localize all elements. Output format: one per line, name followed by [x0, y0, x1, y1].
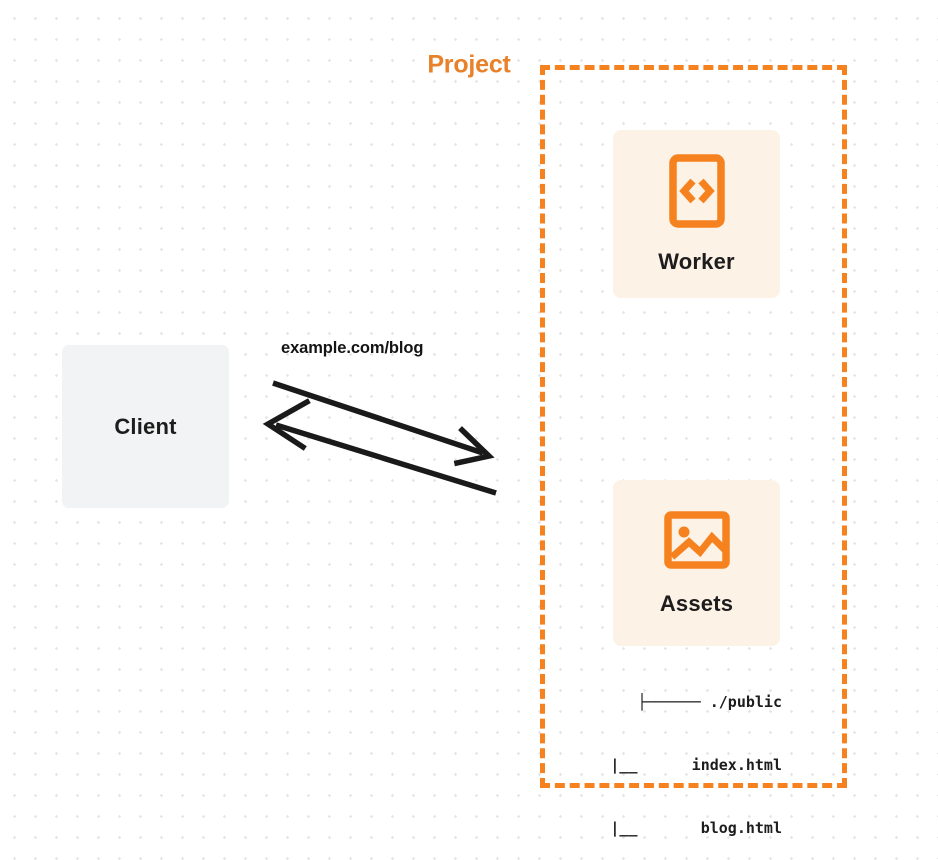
- worker-node-label: Worker: [658, 248, 735, 274]
- outbound-request-arrow: [272, 380, 495, 467]
- client-node[interactable]: Client: [62, 345, 229, 508]
- file-tree-row: |__ index.html: [610, 756, 782, 774]
- assets-node-label: Assets: [659, 590, 734, 616]
- worker-node[interactable]: Worker: [613, 130, 780, 298]
- project-group-label: Project: [421, 50, 517, 80]
- client-node-label: Client: [114, 413, 177, 439]
- asset-file-tree: ├────── ./public |__ index.html |__ blog…: [560, 650, 782, 860]
- project-group-boundary: [540, 65, 847, 788]
- file-tree-row: ├────── ./public: [637, 693, 783, 711]
- request-url-label: example.com/blog: [281, 339, 424, 357]
- file-tree-row: |__ blog.html: [610, 819, 782, 837]
- assets-node[interactable]: Assets: [613, 480, 780, 646]
- image-picture-icon: [663, 510, 730, 575]
- code-brackets-icon: [668, 153, 725, 233]
- inbound-response-arrow: [262, 398, 497, 496]
